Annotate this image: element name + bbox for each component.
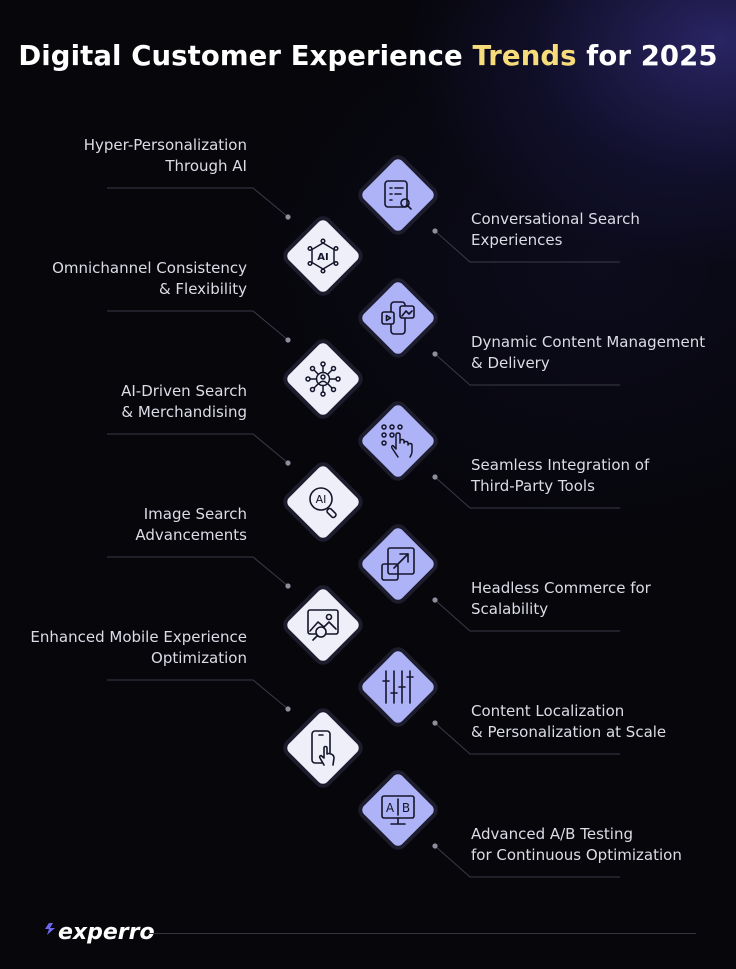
connector-left-4 (107, 556, 289, 587)
trend-label-line2: & Personalization at Scale (471, 723, 667, 741)
trend-label-line1: Headless Commerce for (471, 579, 651, 597)
trend-label-line2: Through AI (165, 157, 247, 175)
sliders-icon (382, 670, 414, 704)
trend-label-line1: Dynamic Content Management (471, 333, 706, 351)
title-after: for 2025 (576, 40, 718, 72)
brand-logo-text: experro (58, 920, 155, 945)
page-title: Digital Customer Experience Trends for 2… (0, 40, 736, 72)
connector-dot (432, 351, 438, 357)
trend-label-line2: Scalability (471, 600, 549, 618)
connector-dot (285, 460, 291, 466)
connector-right-3 (434, 476, 620, 509)
expand-arrows-icon (381, 547, 415, 581)
connector-right-5 (434, 722, 620, 755)
trend-label-hyper-personalization: Hyper-Personalization Through AI (7, 135, 247, 177)
touch-grid-icon (381, 424, 413, 458)
svg-text:B: B (402, 801, 410, 815)
connector-right-2 (434, 353, 620, 386)
trend-label-line2: & Delivery (471, 354, 550, 372)
trend-label-line1: Hyper-Personalization (83, 136, 247, 154)
ai-search-icon: AI (309, 487, 337, 519)
connector-right-1 (434, 230, 620, 263)
connector-left-2 (107, 310, 289, 341)
trend-label-line2: Experiences (471, 231, 563, 249)
connector-dot (285, 214, 291, 220)
connector-right-4 (434, 599, 620, 632)
connector-dot (285, 706, 291, 712)
connector-dot (432, 597, 438, 603)
connector-dot (432, 843, 438, 849)
trend-label-line1: Omnichannel Consistency (52, 259, 247, 277)
experro-logo-icon (45, 923, 55, 935)
trend-label-line2: Advancements (135, 526, 247, 544)
trend-label-line2: Optimization (151, 649, 247, 667)
trend-label-image-search: Image Search Advancements (7, 504, 247, 546)
list-search-icon (384, 180, 412, 210)
network-user-icon (305, 361, 341, 397)
trend-label-line1: Seamless Integration of (471, 456, 650, 474)
trend-label-ab-testing: Advanced A/B Testing for Continuous Opti… (471, 824, 721, 866)
footer-divider (148, 933, 696, 934)
connector-dot (432, 228, 438, 234)
trend-label-line2: for Continuous Optimization (471, 846, 682, 864)
trend-label-dynamic-content: Dynamic Content Management & Delivery (471, 332, 721, 374)
connector-dot (432, 474, 438, 480)
trend-label-omnichannel: Omnichannel Consistency & Flexibility (7, 258, 247, 300)
trend-label-line2: Third-Party Tools (471, 477, 595, 495)
media-devices-icon (381, 301, 415, 335)
trend-label-headless: Headless Commerce for Scalability (471, 578, 721, 620)
trend-label-line1: Enhanced Mobile Experience (30, 628, 247, 646)
image-search-icon (307, 609, 339, 641)
trend-label-line1: AI-Driven Search (121, 382, 247, 400)
trend-label-ai-search: AI-Driven Search & Merchandising (7, 381, 247, 423)
trend-label-mobile: Enhanced Mobile Experience Optimization (7, 627, 247, 669)
ai-chip-icon: AI (307, 238, 339, 274)
trend-label-line2: & Flexibility (158, 280, 247, 298)
svg-text:AI: AI (316, 493, 327, 506)
connector-dot (285, 337, 291, 343)
connector-dot (285, 583, 291, 589)
svg-text:AI: AI (317, 252, 328, 263)
connector-dot (432, 720, 438, 726)
connector-right-6 (434, 845, 620, 878)
trend-label-localization: Content Localization & Personalization a… (471, 701, 721, 743)
trend-label-conversational: Conversational Search Experiences (471, 209, 721, 251)
trend-label-line2: & Merchandising (121, 403, 247, 421)
title-highlight: Trends (472, 40, 577, 72)
trend-label-line1: Conversational Search (471, 210, 640, 228)
connector-left-3 (107, 433, 289, 464)
connector-left-5 (107, 679, 289, 710)
mobile-touch-icon (311, 730, 335, 766)
trend-label-line1: Advanced A/B Testing (471, 825, 633, 843)
title-before: Digital Customer Experience (18, 40, 473, 72)
trend-label-line1: Content Localization (471, 702, 625, 720)
trend-label-integration: Seamless Integration of Third-Party Tool… (471, 455, 721, 497)
svg-text:A: A (386, 801, 395, 815)
ab-test-icon: A B (381, 795, 415, 825)
connector-left-1 (107, 187, 289, 218)
trend-label-line1: Image Search (143, 505, 247, 523)
